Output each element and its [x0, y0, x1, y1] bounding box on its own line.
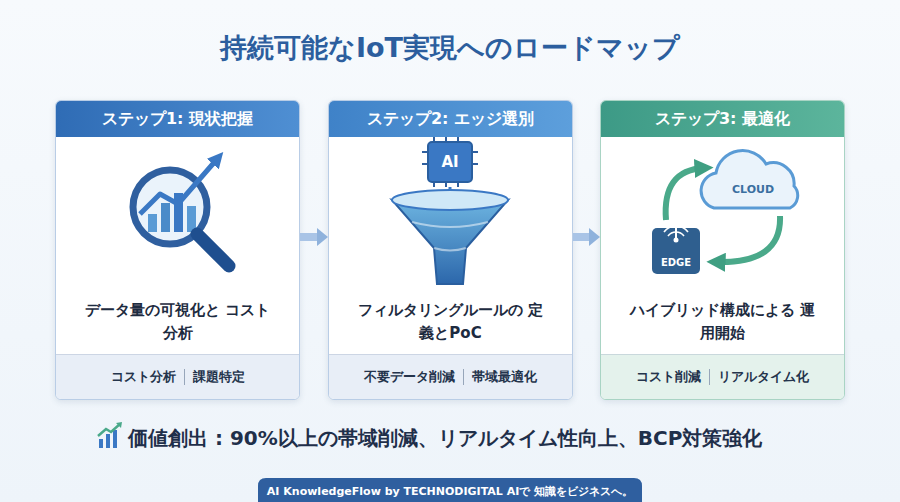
- step-card: ステップ1: 現状把握データ量の可視化と コスト分析コスト分析課題特定: [55, 100, 300, 400]
- arrow-head: [317, 228, 328, 246]
- tag-band: 不要データ削減帯域最適化: [329, 354, 572, 399]
- footer-credit: AI KnowledgeFlow by TECHNODIGITAL AIで 知識…: [267, 484, 633, 499]
- flow-arrow: [573, 228, 600, 246]
- step-heading: ステップ2: エッジ選別: [329, 101, 572, 137]
- flow-arrow: [300, 228, 328, 246]
- tag-text: リアルタイム化: [709, 369, 817, 385]
- ai-funnel-icon: [392, 137, 508, 284]
- tag-text: 課題特定: [184, 369, 253, 385]
- arrow-shaft: [573, 233, 589, 241]
- value-caption: 価値創出 : 90%以上の帯域削減、リアルタイム性向上、BCP対策強化: [128, 425, 762, 452]
- step-heading: ステップ3: 最適化: [601, 101, 844, 137]
- tag-band: コスト分析課題特定: [56, 354, 299, 399]
- tag-text: コスト分析: [103, 369, 184, 385]
- step-description: ハイブリッド構成による 運用開始: [623, 299, 822, 344]
- tag-text: コスト削減: [628, 369, 709, 385]
- footer-banner: [258, 478, 642, 502]
- step-description: フィルタリングルールの 定義とPoC: [351, 299, 550, 344]
- magnifier-chart-icon: [133, 158, 229, 266]
- tag-text: 不要データ削減: [356, 369, 463, 385]
- step-card: ステップ2: エッジ選別フィルタリングルールの 定義とPoC 不要データ削減帯域最…: [328, 100, 573, 400]
- growth-chart-icon: [98, 422, 122, 448]
- arrow-shaft: [300, 233, 317, 241]
- step-description: データ量の可視化と コスト分析: [78, 299, 277, 344]
- diagram-title: 持続可能なIoT実現へのロードマップ: [0, 30, 900, 66]
- arrow-head: [589, 228, 600, 246]
- step-heading: ステップ1: 現状把握: [56, 101, 299, 137]
- tag-band: コスト削減リアルタイム化: [601, 354, 844, 399]
- tag-text: 帯域最適化: [463, 369, 545, 385]
- step-card: ステップ3: 最適化ハイブリッド構成による 運用開始コスト削減リアルタイム化: [600, 100, 845, 400]
- edge-cloud-icon: [652, 151, 798, 274]
